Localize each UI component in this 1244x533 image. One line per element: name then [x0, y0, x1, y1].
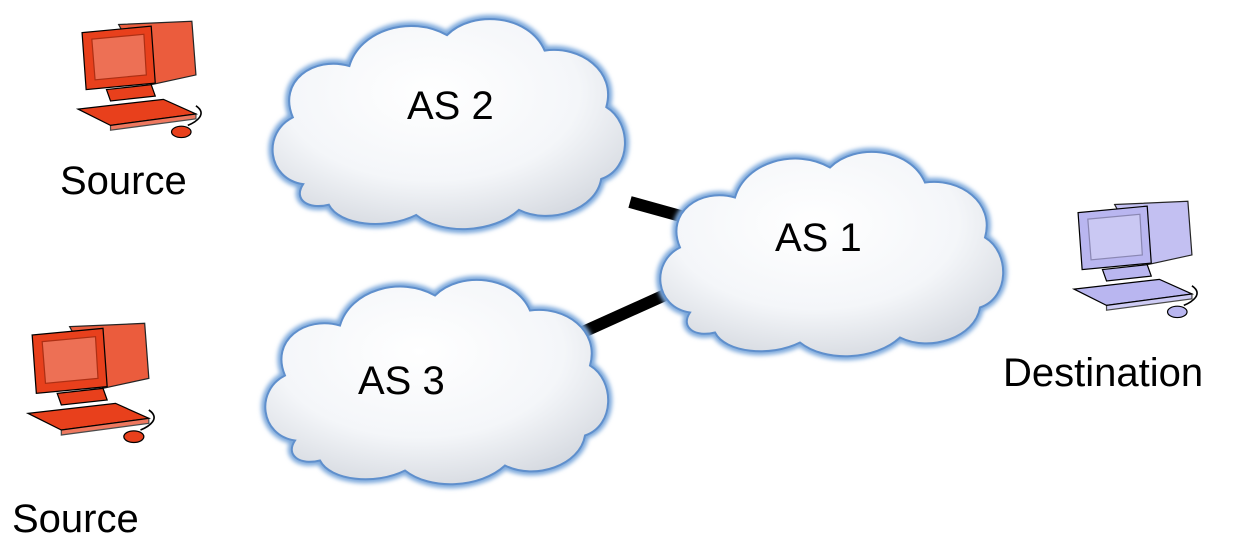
cloud-label-as3: AS 3	[358, 359, 445, 403]
computer-icon	[1073, 200, 1199, 319]
cloud-as1: AS 1	[660, 152, 1003, 356]
cloud-as2: AS 2	[273, 19, 625, 229]
computer-source-bottom: Source	[12, 322, 156, 533]
computer-destination: Destination	[1003, 200, 1203, 395]
host-label-destination: Destination	[1003, 351, 1203, 395]
computer-icon	[27, 322, 156, 444]
computer-source-top: Source	[60, 20, 203, 203]
host-label-source-bottom: Source	[12, 497, 139, 533]
cloud-label-as1: AS 1	[775, 216, 862, 260]
cloud-as3: AS 3	[265, 280, 608, 484]
computer-icon	[77, 20, 203, 139]
cloud-label-as2: AS 2	[407, 84, 494, 128]
host-label-source-top: Source	[60, 159, 187, 203]
